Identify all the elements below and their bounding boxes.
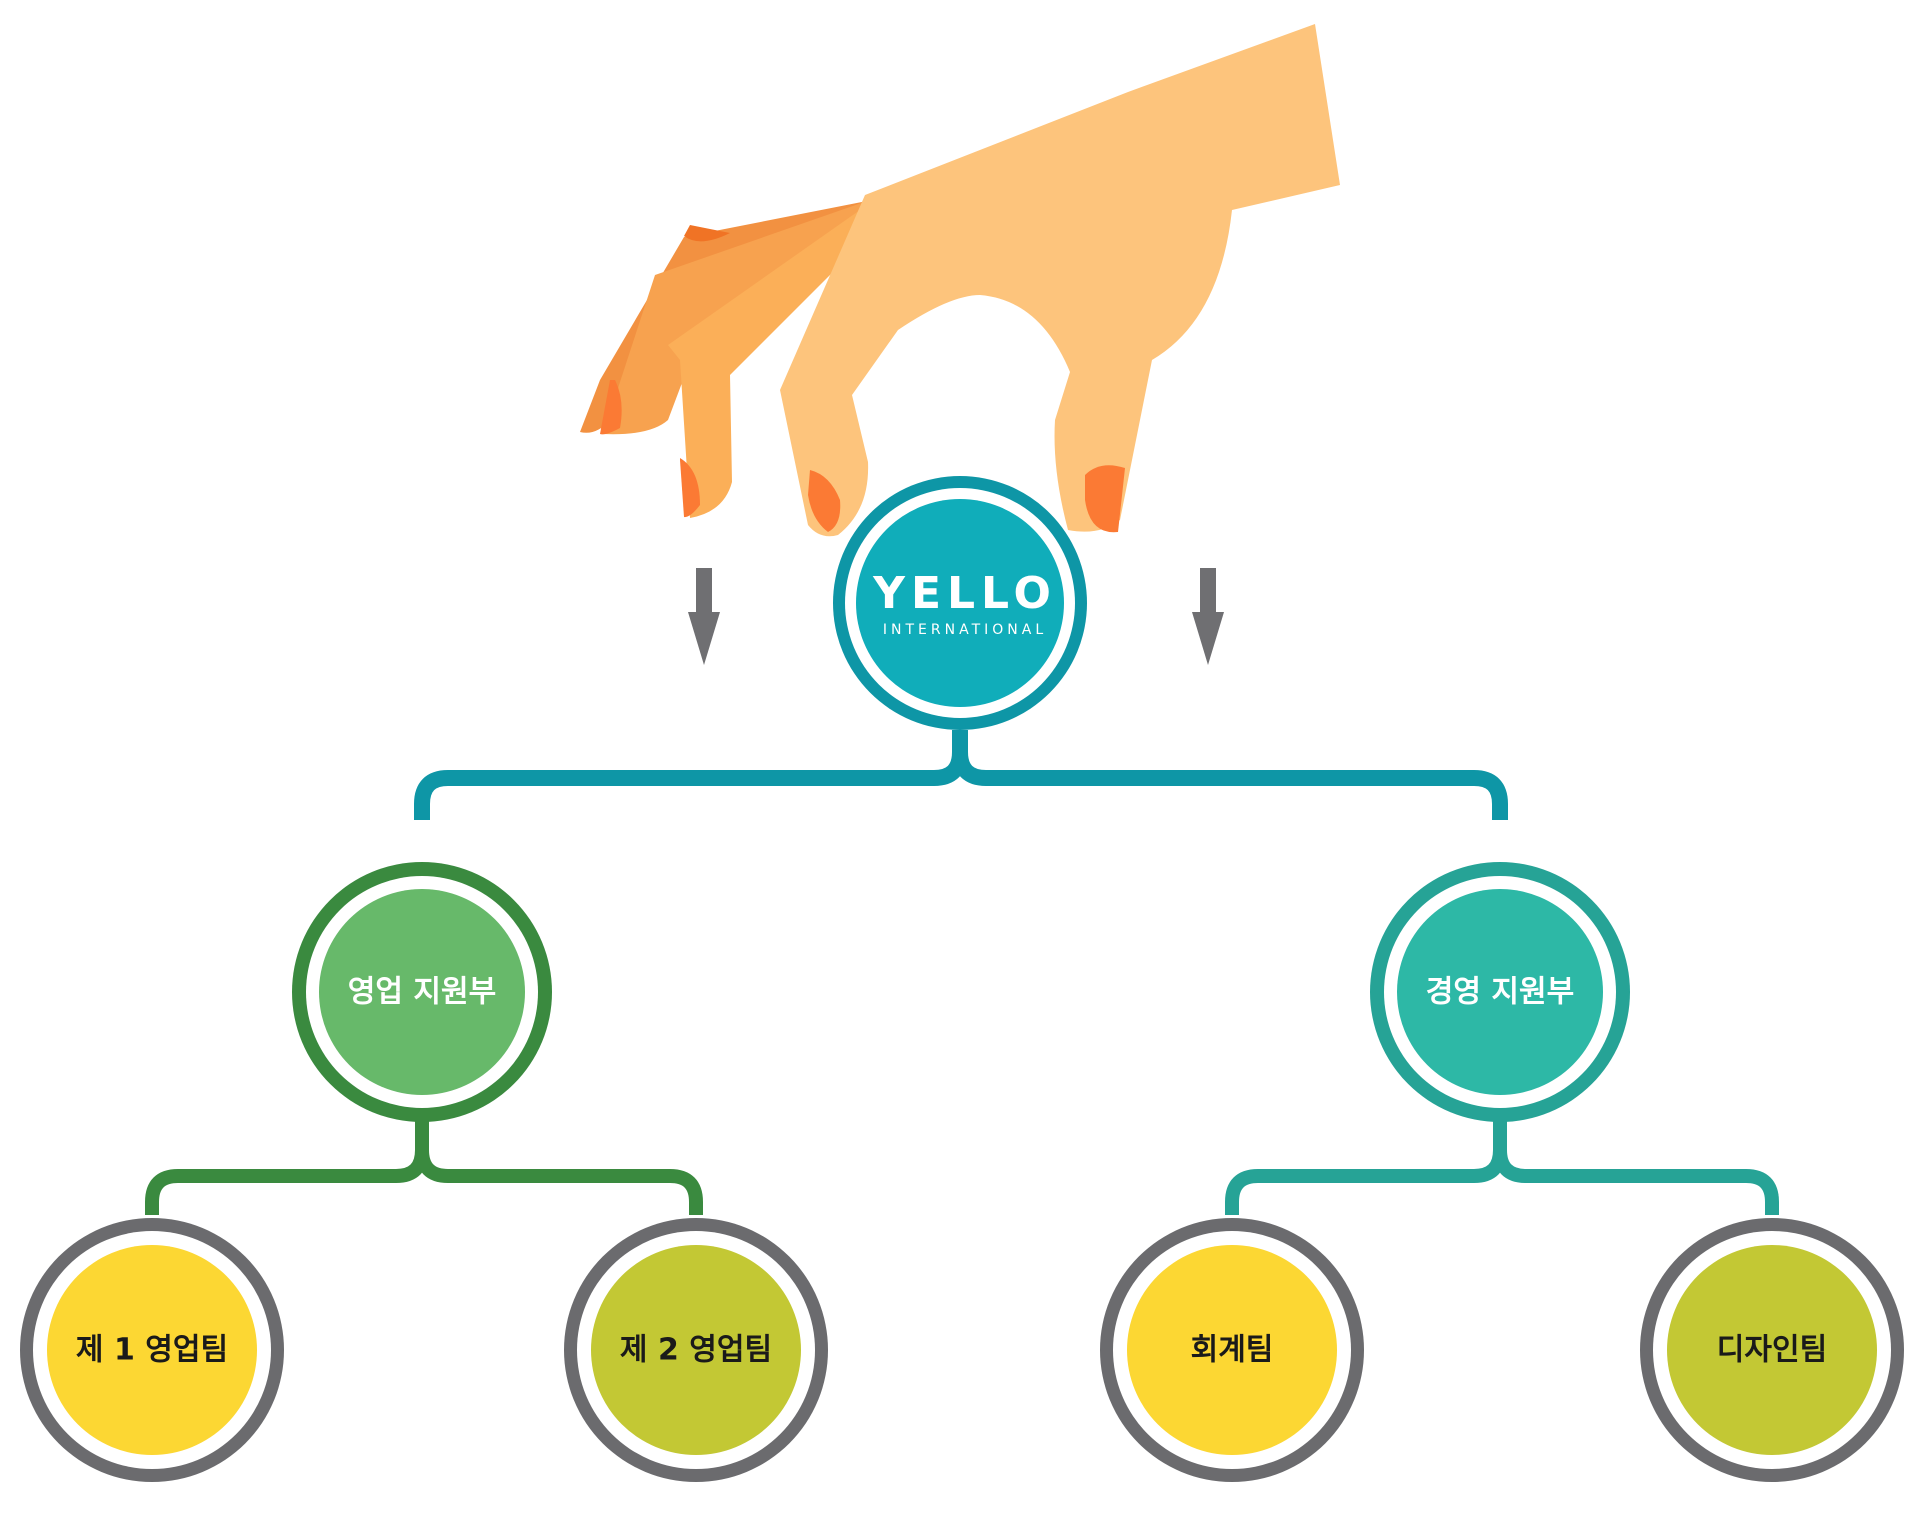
connector-mgmt-teams: [1225, 1120, 1779, 1215]
hand-thumb-nail: [1085, 465, 1125, 533]
division-node-sales[interactable]: 영업 지원부: [292, 862, 552, 1122]
team-node-sales-1[interactable]: 제 1 영업팀: [20, 1218, 284, 1482]
hand-front-finger-nail: [808, 470, 841, 532]
root-node[interactable]: YELLO INTERNATIONAL: [833, 476, 1087, 730]
division-label-sales: 영업 지원부: [348, 975, 496, 1010]
team-label-design: 디자인팀: [1717, 1333, 1827, 1368]
team-label-sales-2: 제 2 영업팀: [620, 1333, 772, 1368]
logo-subtitle: INTERNATIONAL: [883, 622, 1047, 638]
team-node-design[interactable]: 디자인팀: [1640, 1218, 1904, 1482]
hand-illustration: [580, 24, 1340, 537]
hand-index-nail: [600, 380, 622, 435]
connector-sales-teams: [145, 1120, 703, 1215]
down-arrow-left: [688, 568, 720, 665]
hand-back-finger-1-nail: [684, 225, 730, 242]
division-label-management: 경영 지원부: [1426, 975, 1574, 1010]
team-label-accounting: 회계팀: [1191, 1333, 1274, 1368]
down-arrow-right: [1192, 568, 1224, 665]
team-label-sales-1: 제 1 영업팀: [76, 1333, 228, 1368]
hand-middle-nail: [680, 458, 700, 518]
team-node-sales-2[interactable]: 제 2 영업팀: [564, 1218, 828, 1482]
team-node-accounting[interactable]: 회계팀: [1100, 1218, 1364, 1482]
hand-palm: [780, 24, 1340, 537]
division-node-management[interactable]: 경영 지원부: [1370, 862, 1630, 1122]
hand-middle-finger: [668, 210, 890, 518]
logo-name: YELLO: [872, 568, 1057, 619]
connector-root-divisions: [414, 730, 1508, 820]
